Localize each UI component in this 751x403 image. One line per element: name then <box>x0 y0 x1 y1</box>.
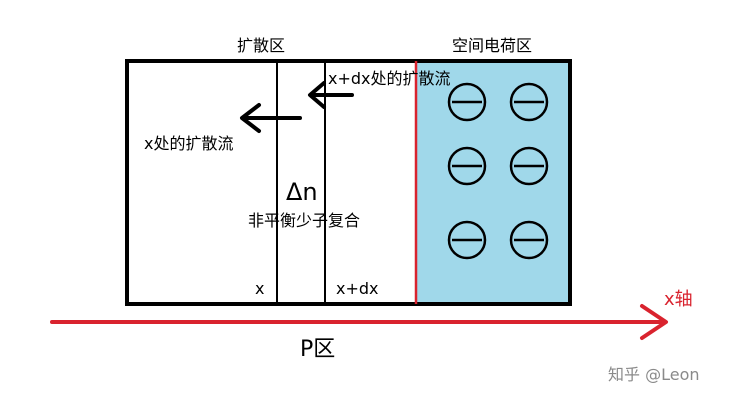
negative-ion-4 <box>509 146 549 186</box>
negative-ion-3 <box>447 146 487 186</box>
flow-x-label: x处的扩散流 <box>144 134 233 153</box>
diffusion-region-label: 扩散区 <box>237 36 285 55</box>
x-position-label: x <box>255 279 264 298</box>
negative-ion-1 <box>447 82 487 122</box>
x-axis-arrow <box>50 304 668 340</box>
arrow-flow-x-plus-dx <box>308 81 354 109</box>
semiconductor-box <box>125 59 572 306</box>
delta-n-label: Δn <box>286 178 318 206</box>
x-plus-dx-position-label: x+dx <box>336 279 379 298</box>
x-axis-label: x轴 <box>664 289 693 310</box>
watermark-text: 知乎 @Leon <box>608 365 700 384</box>
negative-ion-6 <box>509 220 549 260</box>
space-charge-region-fill <box>416 61 570 304</box>
negative-ion-5 <box>447 220 487 260</box>
arrow-flow-x <box>240 103 302 133</box>
negative-ion-2 <box>509 82 549 122</box>
flow-x-plus-dx-label: x+dx处的扩散流 <box>328 69 451 88</box>
recombination-label: 非平衡少子复合 <box>248 211 360 230</box>
p-region-label: P区 <box>300 337 335 362</box>
space-charge-region-label: 空间电荷区 <box>452 36 532 55</box>
